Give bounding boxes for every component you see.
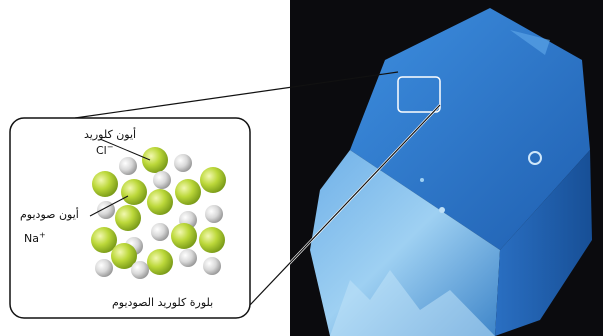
- diagram-panel: [0, 0, 290, 336]
- crystal-caption: بلورة كلوريد الصوديوم: [112, 296, 213, 309]
- chloride-symbol: Cl−: [96, 144, 113, 157]
- salt-crystal-photo: [290, 0, 603, 336]
- sodium-ion-label: أيون صوديوم: [20, 208, 79, 221]
- chloride-ion-label: أيون كلوريد: [84, 128, 136, 141]
- sodium-symbol: Na+: [24, 232, 46, 245]
